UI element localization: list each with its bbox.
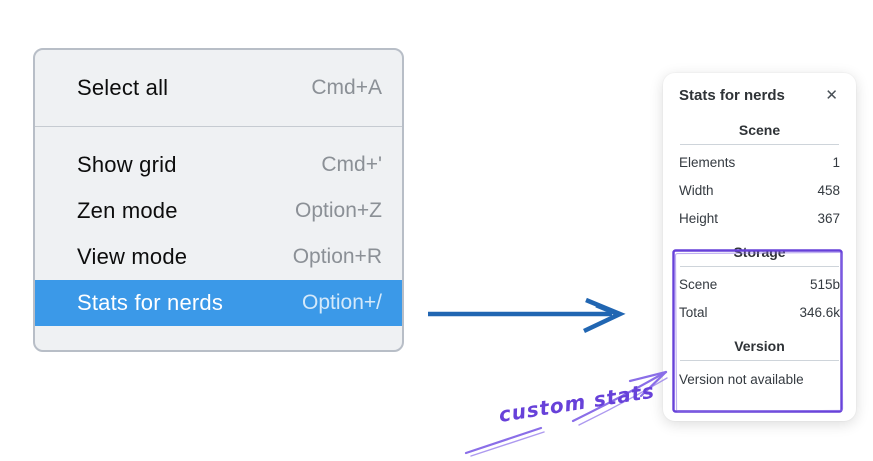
menu-item-select-all[interactable]: Select all Cmd+A bbox=[35, 65, 402, 111]
menu-item-shortcut: Option+/ bbox=[302, 291, 382, 314]
stat-value: 346.6k bbox=[799, 305, 840, 320]
stat-label: Scene bbox=[679, 277, 718, 292]
stat-value: 367 bbox=[817, 211, 840, 226]
stat-label: Width bbox=[679, 183, 714, 198]
menu-item-shortcut: Cmd+A bbox=[311, 76, 382, 99]
menu-item-zen-mode[interactable]: Zen mode Option+Z bbox=[35, 188, 402, 234]
section-divider bbox=[680, 144, 839, 145]
stat-label: Total bbox=[679, 305, 708, 320]
stat-label: Height bbox=[679, 211, 719, 226]
section-divider bbox=[680, 360, 839, 361]
menu-item-shortcut: Option+Z bbox=[295, 199, 382, 222]
menu-divider bbox=[35, 126, 402, 127]
menu-item-label: Zen mode bbox=[77, 198, 178, 223]
stat-row-scene: Scene 515b bbox=[679, 271, 840, 299]
section-divider bbox=[680, 266, 839, 267]
custom-stats-label: custom stats bbox=[497, 379, 656, 427]
stat-row-width: Width 458 bbox=[679, 177, 840, 205]
stats-section-title: Storage bbox=[733, 244, 786, 260]
stat-value: 458 bbox=[817, 183, 840, 198]
menu-item-show-grid[interactable]: Show grid Cmd+' bbox=[35, 142, 402, 188]
stats-section-title: Version bbox=[734, 338, 785, 354]
menu-item-stats-for-nerds[interactable]: Stats for nerds Option+/ bbox=[35, 280, 402, 326]
custom-stats-arrow bbox=[464, 370, 668, 457]
menu-item-shortcut: Option+R bbox=[292, 245, 382, 268]
stats-section-note: Version not available bbox=[679, 372, 804, 387]
menu-item-label: Show grid bbox=[77, 152, 177, 177]
stat-value: 515b bbox=[809, 277, 840, 292]
menu-item-label: Select all bbox=[77, 75, 169, 100]
blue-arrow bbox=[428, 297, 626, 334]
stats-panel-title: Stats for nerds bbox=[679, 87, 785, 104]
stat-label: Elements bbox=[679, 155, 736, 170]
menu-item-label: Stats for nerds bbox=[77, 290, 224, 315]
menu-item-label: View mode bbox=[77, 244, 188, 269]
menu-group-top: Select all Cmd+A bbox=[35, 50, 402, 126]
stats-panel-header: Stats for nerds ✕ bbox=[679, 86, 840, 105]
stat-value: 1 bbox=[832, 155, 840, 170]
stat-row-height: Height 367 bbox=[679, 205, 840, 233]
menu-item-view-mode[interactable]: View mode Option+R bbox=[35, 234, 402, 280]
close-icon[interactable]: ✕ bbox=[825, 87, 838, 104]
stat-row-total: Total 346.6k bbox=[679, 299, 840, 327]
menu-item-shortcut: Cmd+' bbox=[321, 153, 382, 176]
stat-row-elements: Elements 1 bbox=[679, 149, 840, 177]
stats-section-title: Scene bbox=[738, 122, 781, 138]
